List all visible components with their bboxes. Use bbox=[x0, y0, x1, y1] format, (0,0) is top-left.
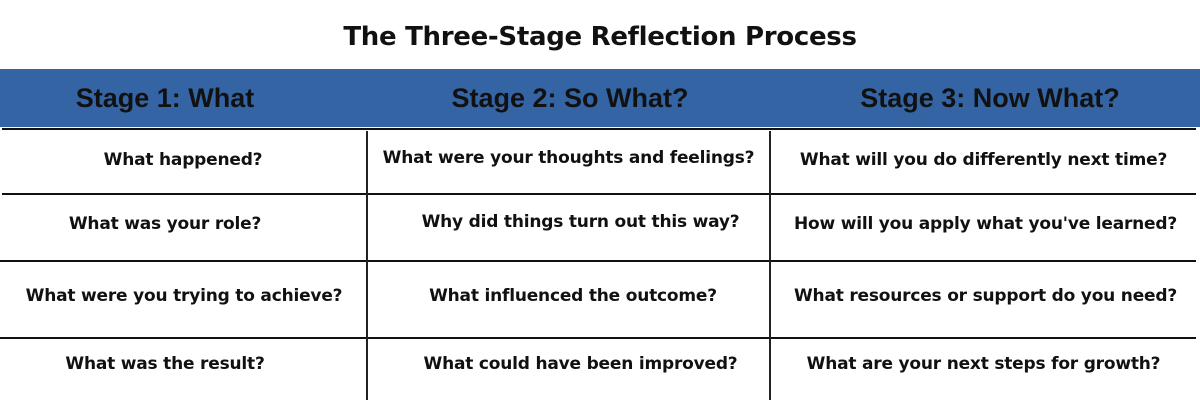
stage-2-header: Stage 2: So What? bbox=[451, 83, 689, 113]
stage-1-question-2: What was your role? bbox=[68, 214, 262, 234]
header-divider bbox=[2, 128, 1196, 130]
stage-header-bar: Stage 1: What Stage 2: So What? Stage 3:… bbox=[0, 69, 1200, 127]
stage-3-question-1: What will you do differently next time? bbox=[799, 150, 1168, 170]
stage-2-question-2: Why did things turn out this way? bbox=[421, 212, 740, 232]
stage-1-question-4: What was the result? bbox=[65, 354, 265, 374]
stage-3-header: Stage 3: Now What? bbox=[860, 83, 1120, 113]
stage-2-question-4: What could have been improved? bbox=[423, 354, 738, 374]
column-divider-1 bbox=[366, 131, 368, 400]
stage-1-question-3: What were you trying to achieve? bbox=[25, 286, 343, 306]
stage-2-question-1: What were your thoughts and feelings? bbox=[382, 148, 755, 168]
row-divider-2 bbox=[0, 260, 1196, 262]
page-title: The Three-Stage Reflection Process bbox=[343, 22, 857, 52]
row-divider-3 bbox=[0, 337, 1196, 339]
row-divider-1 bbox=[2, 193, 1196, 195]
stage-1-question-1: What happened? bbox=[103, 150, 263, 170]
stage-1-header: Stage 1: What bbox=[75, 83, 255, 113]
stage-2-question-3: What influenced the outcome? bbox=[429, 286, 717, 306]
stage-3-question-4: What are your next steps for growth? bbox=[806, 354, 1161, 374]
stage-3-question-2: How will you apply what you've learned? bbox=[793, 214, 1178, 234]
stage-3-question-3: What resources or support do you need? bbox=[793, 286, 1177, 306]
column-divider-2 bbox=[769, 131, 771, 400]
